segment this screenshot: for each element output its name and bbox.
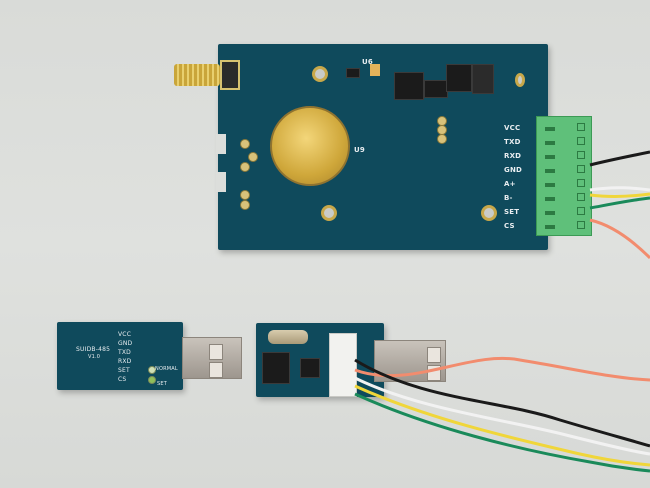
pin-label-txd: TXD — [504, 138, 521, 146]
mounting-hole — [481, 205, 497, 221]
pin-label-a-plus: A+ — [504, 180, 516, 188]
test-pad — [240, 200, 250, 210]
rs485-transceiver-chip — [300, 358, 320, 378]
normal-label: NORMAL — [155, 366, 178, 372]
module-pin-rxd: RXD — [118, 358, 132, 365]
u9-label: U9 — [354, 146, 365, 154]
u6-chip — [346, 68, 360, 78]
module-pin-txd: TXD — [118, 349, 131, 356]
module-version-label: V1.0 — [88, 354, 101, 360]
sma-antenna-connector — [174, 64, 220, 86]
board-notch — [216, 134, 226, 154]
board-notch — [216, 172, 226, 192]
module-pin-set: SET — [118, 367, 130, 374]
module-pin-cs: CS — [118, 376, 127, 383]
crystal-oscillator — [268, 330, 308, 344]
module-model-label: SUIDB-485 — [76, 346, 111, 353]
set-led — [148, 376, 156, 384]
mosfet-chip — [446, 64, 472, 92]
test-pad — [240, 190, 250, 200]
u6-label: U6 — [362, 58, 373, 66]
rf-shield-can — [270, 106, 350, 186]
test-pad — [240, 162, 250, 172]
test-pad — [240, 139, 250, 149]
pin-label-gnd: GND — [504, 166, 523, 174]
pin-label-vcc: VCC — [504, 124, 521, 132]
test-pad — [437, 134, 447, 144]
usb-uart-chip — [262, 352, 290, 384]
jst-connector — [329, 333, 357, 397]
set-label: SET — [157, 381, 167, 387]
mounting-hole — [321, 205, 337, 221]
inductor — [472, 64, 494, 94]
regulator-chip — [394, 72, 424, 100]
sma-connector-base — [220, 60, 240, 90]
mounting-hole — [312, 66, 328, 82]
normal-led — [148, 366, 156, 374]
module-pin-vcc: VCC — [118, 331, 132, 338]
usb-485-module — [57, 322, 183, 390]
pin-label-b-minus: B- — [504, 194, 513, 202]
pin-label-set: SET — [504, 208, 520, 216]
mounting-hole — [515, 73, 525, 87]
usb-a-plug — [182, 337, 242, 379]
pin-label-cs: CS — [504, 222, 515, 230]
pin-label-rxd: RXD — [504, 152, 522, 160]
capacitor — [370, 64, 380, 76]
module-pin-gnd: GND — [118, 340, 133, 347]
test-pad — [248, 152, 258, 162]
screw-terminal-block — [536, 116, 592, 236]
